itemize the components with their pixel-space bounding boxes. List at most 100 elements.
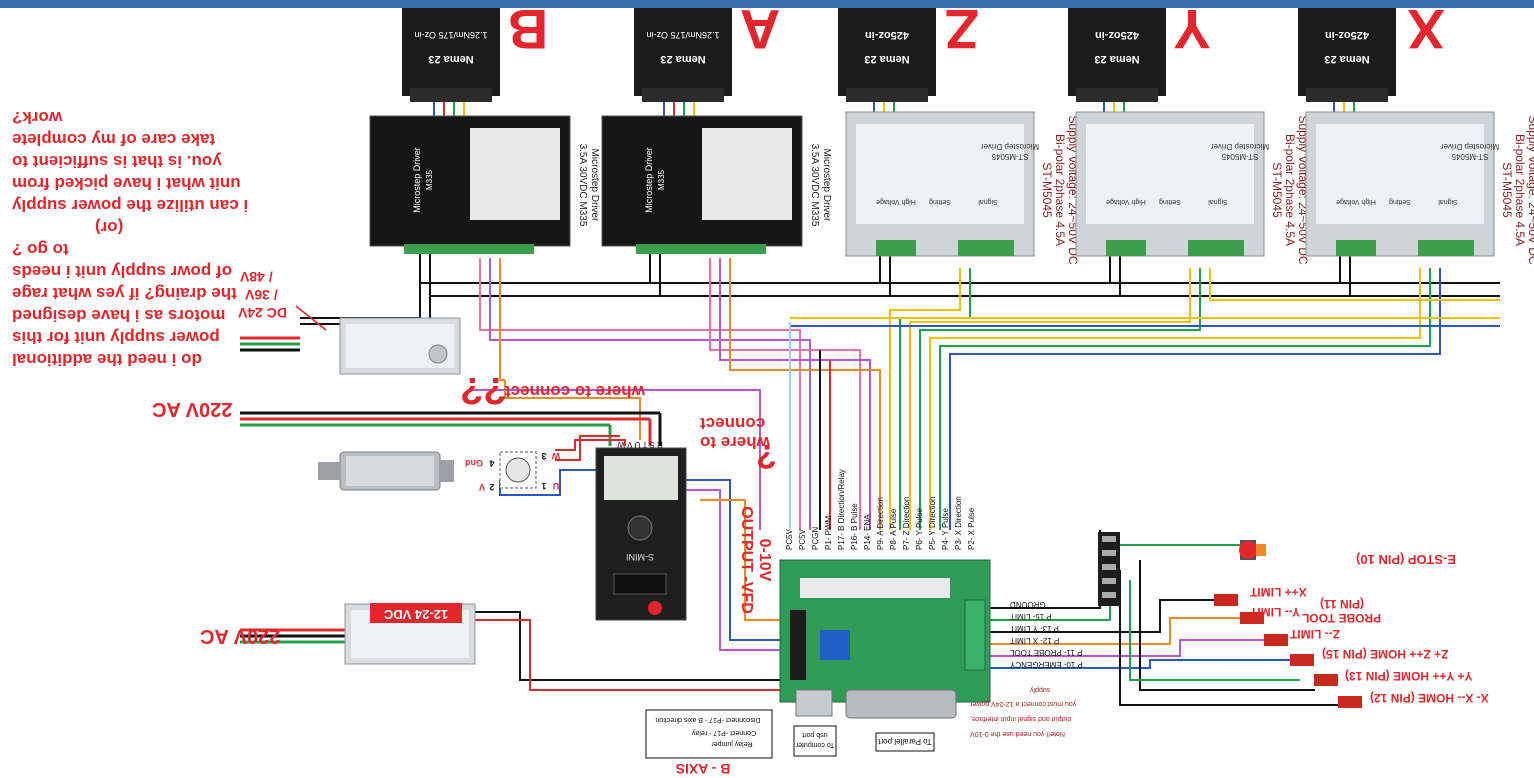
bob-input-0: GROUND [1010, 600, 1046, 609]
driver-y-line2: Bi-polar 2phase 4.5A [1283, 134, 1297, 246]
motor-b-line1: Nema 23 [428, 53, 473, 65]
driver-x-section-signal: Signal [1438, 198, 1458, 205]
stepper-motor-x: 425oz-in Nema 23 [1298, 8, 1396, 102]
vfd-inverter: S-MINI R S T U V W [595, 440, 687, 621]
estop-label: E-STOP (PIN 10) [1356, 552, 1456, 567]
vfd-terminals: R S T U V W [617, 440, 663, 449]
question-line-10: you. is that is sufficient to [12, 152, 222, 171]
where-connect-2-mark: ? [756, 437, 777, 475]
relay-jumper-box: Relay jumper Connect -P17 - relay Discon… [645, 709, 773, 759]
driver-b-face-label: Microstep Driver [412, 147, 422, 213]
question-line-6: to go ? [12, 240, 69, 259]
probe-label-2: (PIN 11) [1320, 597, 1364, 611]
spindle-pin-w: W [551, 451, 560, 461]
driver-a-label-1: 3.5A 30VDC M335 [809, 144, 820, 227]
relay-line-3: Disconnect -P17 - B axis direction [655, 716, 760, 723]
xhome-label: X- X-- HOME (PIN 12) [1370, 691, 1489, 705]
question-line-4: the draing? if yes what rage [12, 284, 237, 303]
driver-m335-b: Microstep Driver M335 [369, 115, 571, 254]
driver-m5045-x: Microstep Driver ST-M5045 High Voltage S… [1305, 111, 1499, 257]
where-connect-1-marks: ?? [460, 369, 506, 411]
bob-signal-8: P8- A Pulse [889, 508, 898, 550]
spindle-motor [318, 451, 454, 491]
motor-y-line1: Nema 23 [1094, 53, 1139, 65]
question-line-5: of powr supply unit i needs [12, 262, 232, 281]
question-line-7: (or) [95, 218, 123, 237]
driver-y-face-model: ST-M5045 [1221, 152, 1258, 161]
breakout-board [779, 559, 991, 719]
question-line-12: work? [12, 108, 63, 127]
vfd-output-label-1: 0-10V [756, 539, 773, 582]
driver-b-label-2: Microstep Driver [589, 149, 600, 222]
driver-m5045-y: Microstep Driver ST-M5045 High Voltage S… [1075, 111, 1270, 257]
question-line-8: i can utilize the power supply [11, 196, 248, 215]
spindle-pin-u: U [553, 481, 560, 491]
where-connect-1: where to connect [505, 382, 646, 401]
bob-signal-2: PCGN [811, 527, 820, 550]
ac-bottom-label: 220V AC [200, 625, 280, 647]
bob-signal-10: P6- Y Pulse [915, 507, 924, 550]
psu1-label-2: / 36V [244, 287, 277, 303]
parallel-port-box: To Parallel port [875, 732, 935, 752]
question-line-11: take care of my complete [12, 130, 215, 149]
ac-top-label: 220V AC [152, 398, 232, 420]
psu1-voltage-labels: DC 24V / 36V / 48V [237, 269, 287, 321]
power-supply-1 [339, 317, 461, 375]
xlimit-label: X++ LIMIT [1249, 585, 1306, 599]
axis-letter-x: X [1407, 0, 1444, 61]
motor-a-line2: 1.26Nm/175 Oz-in [646, 30, 719, 40]
axis-letter-y: Y [1173, 0, 1210, 61]
driver-y-face-label: Microstep Driver [1211, 142, 1270, 151]
question-block: do i need the additional power supply un… [11, 108, 248, 369]
bob-signal-3: P1- PWM [824, 515, 833, 550]
driver-m335-a: Microstep Driver M335 [601, 115, 803, 254]
psu1-arrow [295, 305, 327, 331]
probe-label-1: PROBE TOOL [1302, 611, 1381, 625]
ylimit-label: Y-- LIMIT [1249, 605, 1300, 619]
motor-y-line2: 425oz-in [1095, 29, 1139, 41]
driver-z-section-signal: Signal [978, 198, 998, 205]
terminal-block [1098, 532, 1120, 606]
bob-input-labels: GROUND P 15- LIMIT P 13- Y LIMIT P 12- X… [1009, 600, 1082, 669]
vfd-brand: S-MINI [626, 552, 654, 562]
note-line-2: output and signal input interface, [970, 715, 1071, 722]
driver-y-title: ST-M5045 [1270, 162, 1284, 218]
driver-y-section-high: High Voltage [1106, 198, 1146, 205]
driver-z-section-high: High Voltage [876, 198, 916, 205]
spindle-pin-4: 4 [489, 458, 494, 468]
power-supply-2: 12-24 VDC [344, 603, 476, 665]
spindle-connector [499, 451, 537, 489]
driver-y-section-signal: Signal [1208, 198, 1228, 205]
bob-signal-0: PC5V [785, 528, 794, 550]
spindle-pin-gnd: Gnd [465, 458, 483, 468]
driver-x-section-high: High Voltage [1336, 198, 1376, 205]
relay-line-2: Connect -P17 - relay [691, 729, 756, 736]
axis-letter-b: B [508, 0, 548, 61]
question-line-9: unit what i have picked from [12, 174, 241, 193]
question-line-3: motors as i have designed [12, 306, 226, 325]
driver-z-face-model: ST-M5045 [991, 152, 1028, 161]
bob-signal-12: P4- Y Pulse [941, 507, 950, 550]
bob-signal-labels: PC5V PC5V PCGN P1- PWM P17- B Direction/… [785, 469, 976, 550]
bob-signal-7: P9- A Direction [876, 497, 885, 550]
axis-letter-a: A [740, 0, 780, 61]
driver-z-face-label: Microstep Driver [981, 142, 1040, 151]
spindle-pins: 4 Gnd 3 W 1 U 2 V [465, 451, 560, 492]
where-connect-2-line2: where to [700, 433, 771, 452]
bob-input-5: P 10- EMERGENCY [1009, 660, 1082, 669]
stepper-motor-b: 1.26Nm/175 Oz-in Nema 23 [402, 8, 500, 102]
motor-z-line1: Nema 23 [864, 53, 909, 65]
note-line-3: you must connect a 12-24V power [969, 700, 1076, 707]
bob-input-3: P 12- X LIMIT [1010, 636, 1059, 645]
zhome-label: Z+ Z++ HOME (PIN 15) [1322, 647, 1448, 661]
zlimit-label: Z-- LIMIT [1289, 627, 1340, 641]
driver-a-label-2: Microstep Driver [821, 149, 832, 222]
usb-label-2: usb port [802, 731, 827, 738]
driver-y-section-setting: Setting [1159, 198, 1181, 205]
note-line-4: supply [1030, 686, 1051, 693]
driver-a-face-label: Microstep Driver [644, 147, 654, 213]
bob-signal-11: P5- Y Direction [928, 496, 937, 550]
where-connect-2-line1: connect [700, 414, 766, 433]
estop-button [1239, 540, 1266, 560]
